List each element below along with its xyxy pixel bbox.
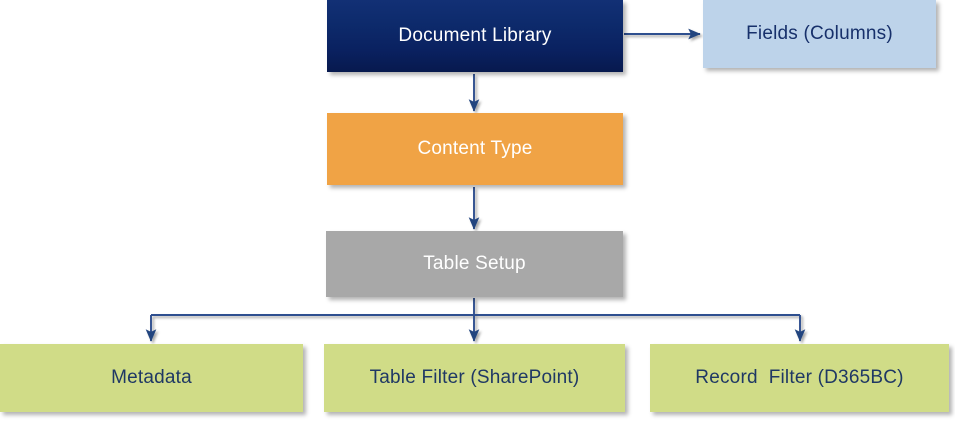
node-document-library[interactable]: Document Library — [327, 0, 623, 72]
node-table-setup[interactable]: Table Setup — [326, 231, 623, 297]
node-record-filter[interactable]: Record Filter (D365BC) — [650, 344, 949, 412]
node-content-type-label: Content Type — [417, 137, 533, 159]
node-table-setup-label: Table Setup — [423, 252, 526, 274]
node-fields-columns[interactable]: Fields (Columns) — [703, 0, 936, 68]
node-content-type[interactable]: Content Type — [327, 113, 623, 185]
node-metadata[interactable]: Metadata — [0, 344, 303, 412]
node-metadata-label: Metadata — [111, 366, 192, 388]
node-table-filter-label: Table Filter (SharePoint) — [369, 366, 580, 388]
node-fields-columns-label: Fields (Columns) — [746, 22, 893, 44]
node-table-filter[interactable]: Table Filter (SharePoint) — [324, 344, 625, 412]
node-document-library-label: Document Library — [398, 24, 552, 46]
node-record-filter-label: Record Filter (D365BC) — [695, 366, 904, 388]
